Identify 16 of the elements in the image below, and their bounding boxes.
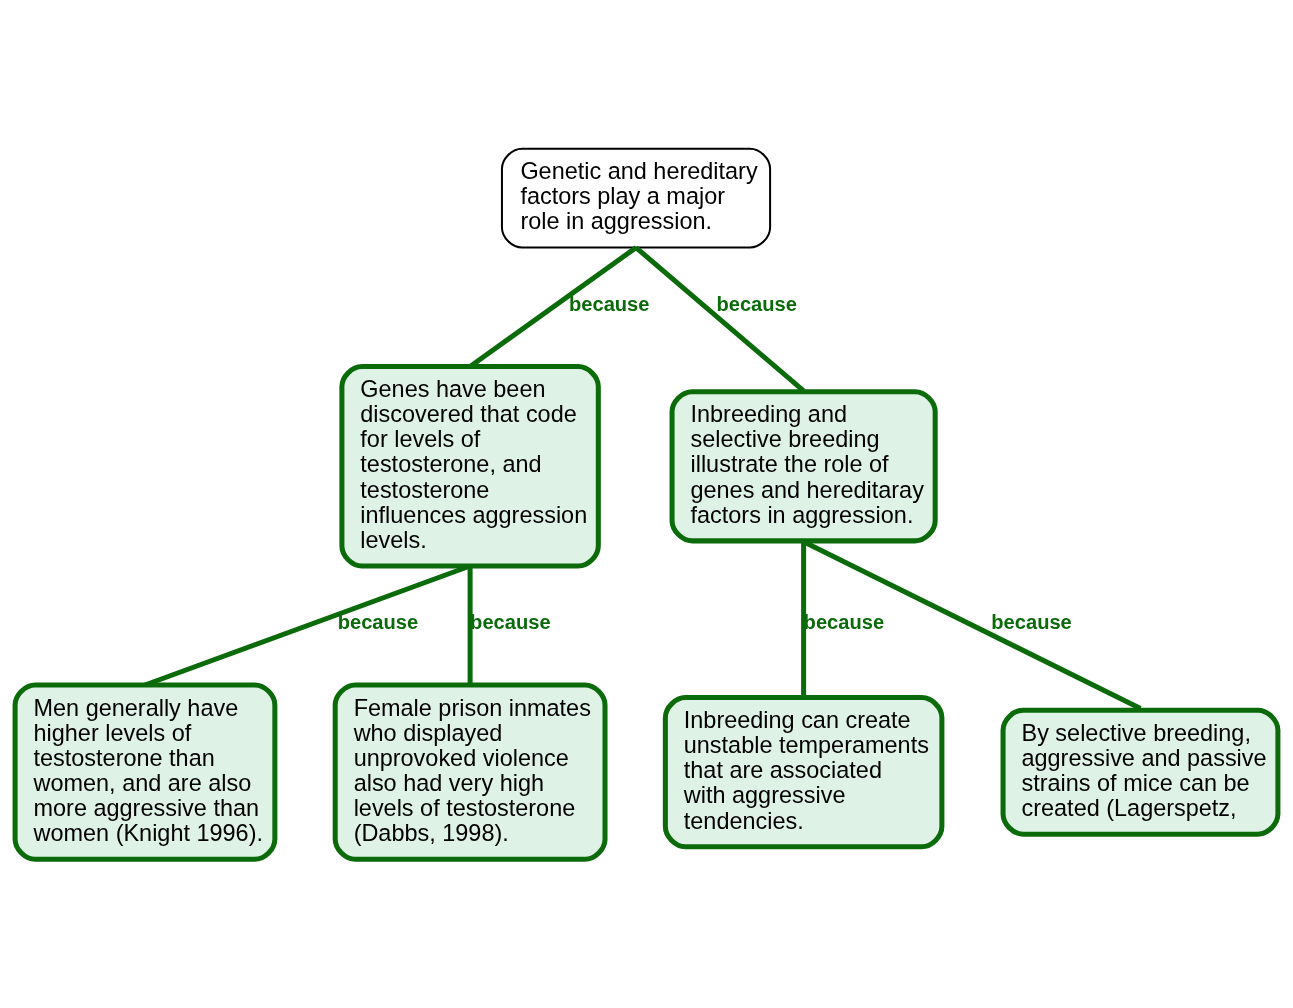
connector	[634, 245, 806, 393]
edge-label: because	[716, 292, 797, 315]
node-box: Genetic and hereditary factors play a major role in aggression.	[500, 147, 772, 249]
edge-label: because	[991, 611, 1072, 634]
node-box: Genes have been discovered that code for levels of testosterone, and testosterone influences aggression levels.	[339, 364, 601, 569]
connector	[801, 541, 807, 697]
edge-label: because	[568, 292, 650, 315]
connector	[144, 563, 471, 688]
edge-label: because	[337, 611, 419, 634]
node-box: Female prison inmates who displayed unprovoked violence also had very high levels of testosterone (Dabbs, 1998).	[332, 682, 608, 862]
connector	[467, 566, 473, 685]
node-box: Inbreeding and selective breeding illustrate the role of genes and hereditaray factors in aggression.	[669, 389, 938, 544]
edge-label: because	[803, 611, 885, 634]
node-box: Inbreeding can create unstable temperaments that are associated with aggressive tendencies.	[662, 695, 945, 850]
node-box: Men generally have higher levels of testosterone than women, and are also more aggressive than women (Knight 1996).	[12, 682, 278, 862]
node-box: By selective breeding, aggressive and passive strains of mice can be created (Lagerspetz,	[1000, 707, 1281, 837]
